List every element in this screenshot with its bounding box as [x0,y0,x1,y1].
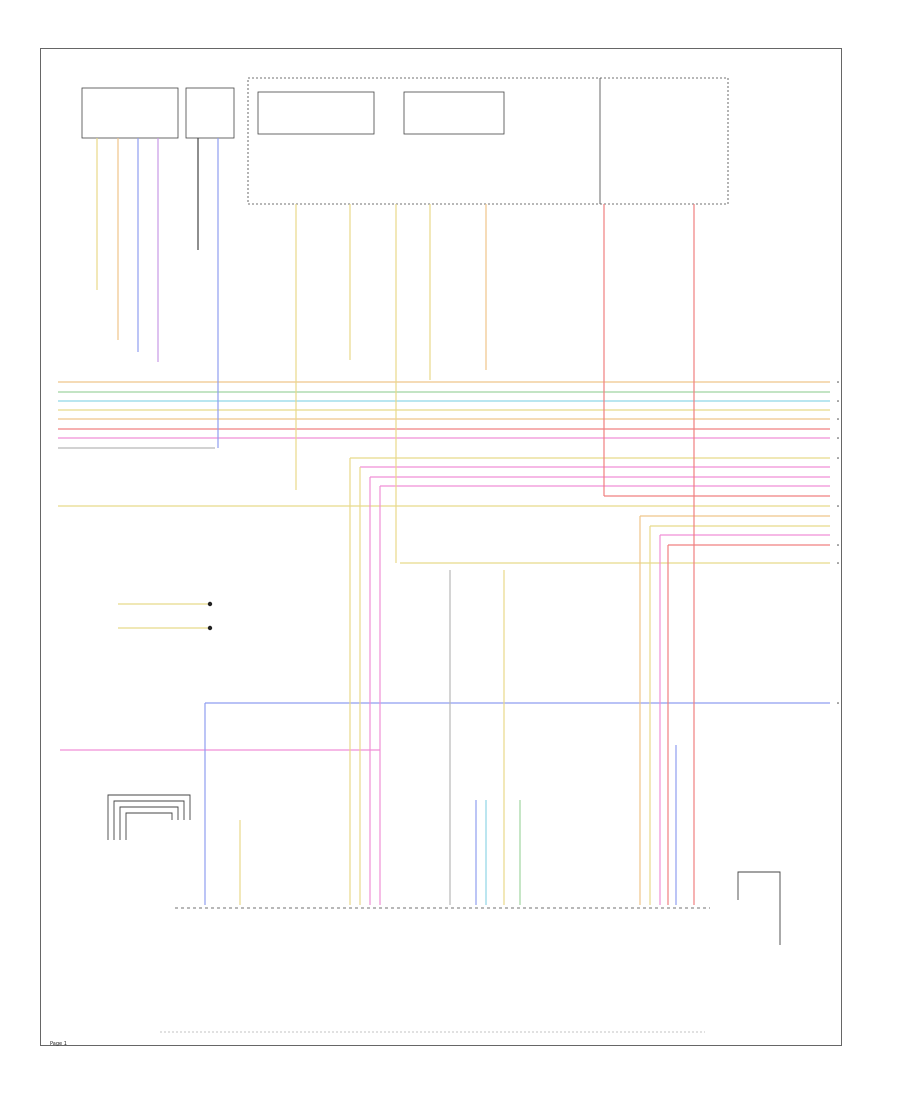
module-connector [160,907,710,1033]
connector-block-mid [185,87,235,139]
top-components [81,77,729,205]
vertical-wires [96,138,695,905]
sensor-loop [737,871,781,945]
cluster-pin-1 [207,601,213,607]
terminal-dot-2 [837,400,839,402]
page-label: Page 1 [50,1041,67,1047]
terminal-dot-6 [837,505,839,507]
terminal-dot-9 [837,702,839,704]
connector-block-left [81,87,179,139]
cluster-connectors [118,601,213,631]
relay-box [247,77,729,205]
terminal-dot-1 [837,381,839,383]
terminal-dot-8 [837,562,839,564]
terminal-dot-7 [837,544,839,546]
right-terminals [837,381,839,704]
harness-loop-4 [125,812,173,840]
relay-1 [257,91,375,135]
bottom-left-harness [107,794,781,945]
terminal-dot-5 [837,457,839,459]
harness-loop-1 [107,794,191,840]
relay-2 [403,91,505,135]
terminal-dot-4 [837,437,839,439]
terminal-dot-3 [837,418,839,420]
harness-loop-3 [119,806,179,840]
horizontal-bus [58,381,830,751]
harness-loop-2 [113,800,185,840]
diagram-frame [40,48,842,1046]
cluster-pin-2 [207,625,213,631]
